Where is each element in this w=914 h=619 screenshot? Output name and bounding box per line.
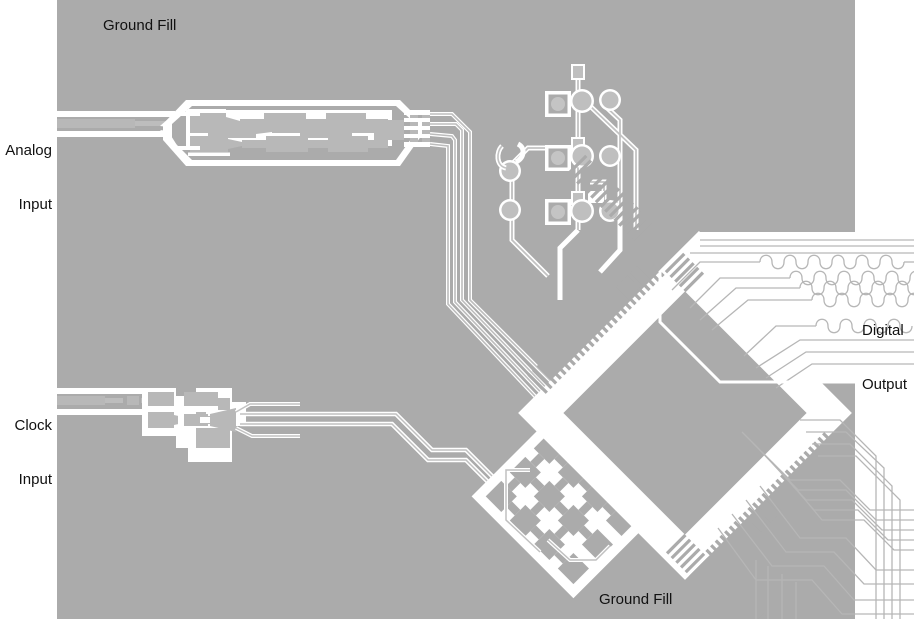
digital-output-label: Digital Output	[862, 286, 914, 430]
digital-output-label-line2: Output	[862, 376, 908, 393]
smd-pad	[545, 91, 571, 117]
analog-input-filter	[160, 100, 430, 166]
ground-fill-label-bottom: Ground Fill	[599, 591, 673, 608]
analog-input-label-line1: Analog	[5, 142, 52, 159]
via	[599, 89, 621, 111]
via	[599, 145, 621, 167]
analog-diff-pair-copper	[429, 113, 561, 411]
via	[570, 89, 594, 113]
package-body	[563, 291, 807, 535]
via	[599, 200, 621, 222]
via	[570, 144, 594, 168]
analog-input-label: Analog Input	[0, 106, 52, 250]
smd-pad	[545, 199, 571, 225]
via	[570, 199, 594, 223]
lower-left-stubs	[504, 468, 612, 562]
decoupling-component-bank	[495, 64, 639, 300]
analog-input-label-line2: Input	[18, 196, 52, 213]
filter-entry-split	[160, 112, 200, 150]
digital-output-bus	[671, 239, 914, 619]
filter-exit-stubs	[404, 110, 430, 147]
smd-pad	[545, 145, 571, 171]
via	[499, 199, 521, 221]
ground-fill-label-top: Ground Fill	[103, 17, 177, 34]
filter-lower-arm	[190, 136, 388, 152]
ground-fill-edge	[658, 230, 855, 384]
clock-input-label-line2: Input	[18, 471, 52, 488]
digital-output-label-line1: Digital	[862, 322, 904, 339]
filter-mid-arm	[190, 120, 404, 140]
clock-input-balun	[142, 388, 300, 462]
clock-input-label: Clock Input	[0, 381, 52, 525]
clock-input-label-line1: Clock	[14, 417, 52, 434]
